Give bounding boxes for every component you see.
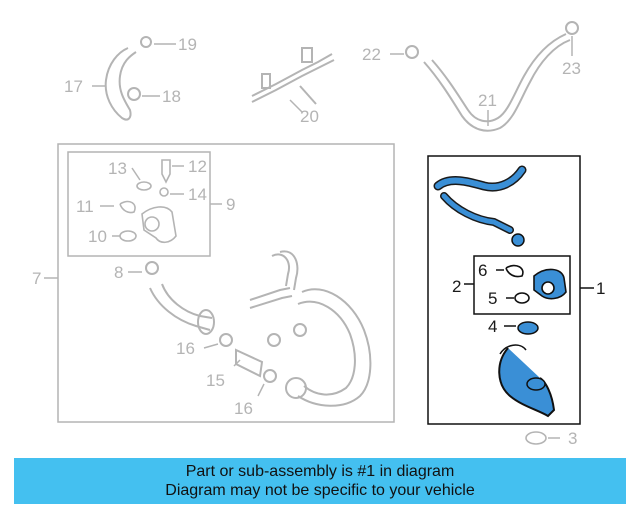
callout-15: 15 <box>206 371 225 390</box>
info-banner-line-2: Diagram may not be specific to your vehi… <box>165 482 475 499</box>
hose-17-group <box>104 36 152 121</box>
info-banner: Part or sub-assembly is #1 in diagram Di… <box>14 458 626 504</box>
oring-5 <box>514 292 530 304</box>
clamp-8 <box>145 261 159 275</box>
hose-17 <box>104 47 137 121</box>
hose-21 <box>405 21 579 132</box>
oring-13 <box>136 181 152 191</box>
callout-13: 13 <box>108 159 127 178</box>
callout-14: 14 <box>188 185 207 204</box>
callout-1: 1 <box>596 279 605 298</box>
hose-assembly-1-lower <box>498 344 556 418</box>
hose-lower-left <box>149 287 211 331</box>
clamp-18 <box>127 87 141 101</box>
clamp-4 <box>517 321 539 335</box>
hose-assembly-1-upper <box>433 165 527 247</box>
callout-4: 4 <box>488 317 497 336</box>
clip-6 <box>505 264 524 278</box>
clamp-16a <box>219 333 233 347</box>
callout-17: 17 <box>64 77 83 96</box>
hose-upper-right <box>271 253 290 287</box>
callout-19: 19 <box>178 35 197 54</box>
clamp-22 <box>405 45 419 59</box>
sensor-12 <box>161 159 171 184</box>
assembly-1-frame <box>427 155 581 425</box>
callout-20: 20 <box>300 107 319 126</box>
clamp-23 <box>565 21 579 35</box>
connector-15 <box>235 348 264 378</box>
callout-23: 23 <box>562 59 581 78</box>
callout-16b: 16 <box>234 399 253 418</box>
callout-5: 5 <box>488 289 497 308</box>
assembly-2-parts <box>505 264 567 304</box>
assembly-7-frame <box>57 143 395 423</box>
clamp-3 <box>525 431 547 445</box>
callout-8: 8 <box>114 263 123 282</box>
housing-9 <box>141 206 177 244</box>
oring-10 <box>119 230 137 242</box>
clamp-16b <box>263 369 277 383</box>
callout-6: 6 <box>478 261 487 280</box>
callout-12: 12 <box>188 157 207 176</box>
callout-9: 9 <box>226 195 235 214</box>
bracket-20 <box>251 47 335 105</box>
callout-3: 3 <box>568 429 577 448</box>
hose-large <box>297 288 372 407</box>
assembly-2-frame <box>473 255 571 315</box>
pipe-mid <box>249 287 291 301</box>
callout-11: 11 <box>76 197 94 216</box>
clip-14 <box>159 187 169 197</box>
callout-22: 22 <box>362 45 381 64</box>
callout-18: 18 <box>162 87 181 106</box>
callout-10: 10 <box>88 227 107 246</box>
callout-21: 21 <box>478 91 497 110</box>
clamp-19 <box>140 36 152 48</box>
info-banner-line-1: Part or sub-assembly is #1 in diagram <box>185 463 455 480</box>
callout-16a: 16 <box>176 339 195 358</box>
clip-11 <box>119 200 136 214</box>
callout-7: 7 <box>32 269 41 288</box>
callout-2: 2 <box>452 277 461 296</box>
